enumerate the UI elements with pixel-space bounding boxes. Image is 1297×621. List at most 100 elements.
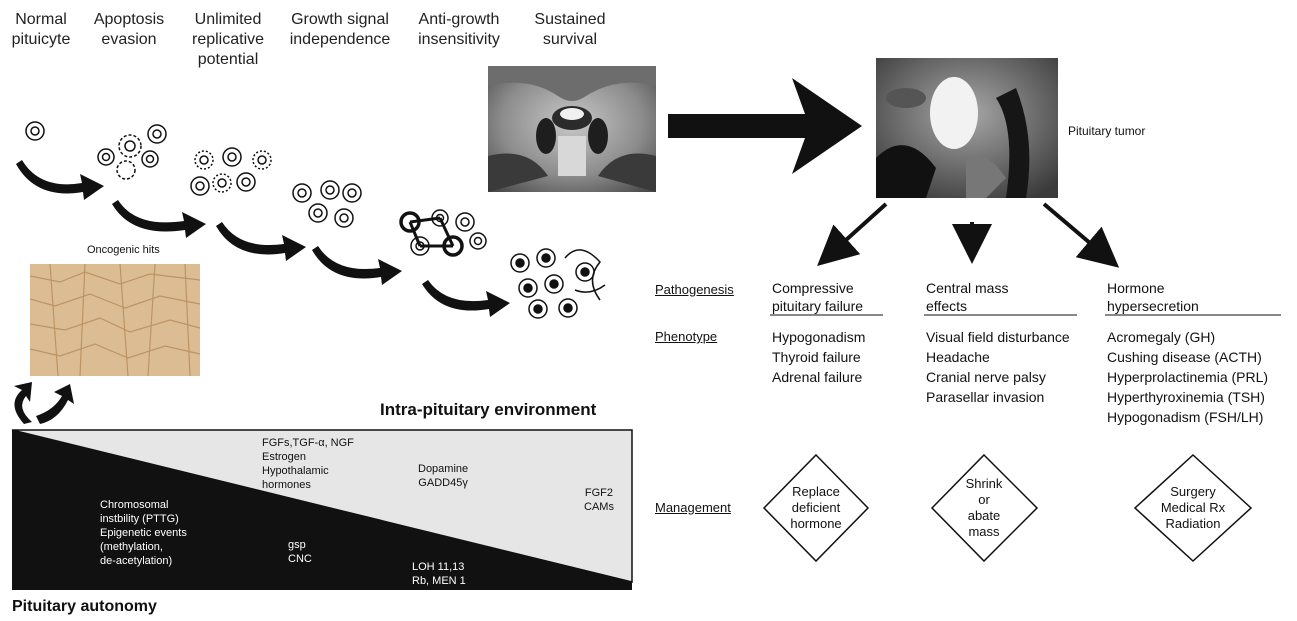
wedge-text-line: CNC: [288, 553, 312, 565]
management-text-shrink: Shrink or abate mass: [948, 476, 1020, 540]
column-header-hypersecretion: Hormone hypersecretion: [1107, 279, 1199, 315]
stage-label-line: Growth signal: [291, 11, 389, 28]
stage-label-line: independence: [289, 31, 391, 48]
phenotype-item: Hyperprolactinemia (PRL): [1107, 369, 1269, 385]
normal-cell-icon: [25, 121, 45, 141]
wedge-text-line: de-acetylation): [100, 555, 173, 567]
wedge-text-line: Epigenetic events: [100, 527, 187, 539]
phenotype-item: Cranial nerve palsy: [926, 369, 1046, 385]
wedge-text-line: Dopamine: [418, 463, 469, 475]
wedge-text-line: GADD45γ: [418, 477, 468, 489]
wedge-text-line: Rb, MEN 1: [412, 575, 466, 587]
header-line: Hormone: [1107, 280, 1165, 296]
phenotype-item: Headache: [926, 349, 990, 365]
phenotype-item: Visual field disturbance: [926, 329, 1070, 345]
phenotype-item: Hypogonadism (FSH/LH): [1107, 409, 1264, 425]
phenotype-item: Parasellar invasion: [926, 389, 1045, 405]
stage-label-line: Apoptosis: [93, 11, 165, 28]
stage-label-line: Anti-growth: [418, 11, 500, 28]
stage-anti-growth-insensitivity: Anti-growth insensitivity: [404, 10, 514, 50]
management-line: abate: [967, 508, 1001, 523]
oncogenic-hits-label: Oncogenic hits: [87, 244, 160, 256]
light-wedge-group2: Dopamine GADD45γ: [418, 462, 468, 490]
wedge-text-line: Hypothalamic: [262, 465, 329, 477]
phenotype-item: Hyperthyroxinemia (TSH): [1107, 389, 1265, 405]
anti-growth-cells-icon: [399, 209, 487, 257]
management-line: mass: [968, 524, 1000, 539]
phenotype-list-compressive: Hypogonadism Thyroid failure Adrenal fai…: [772, 327, 865, 387]
arrow-to-compressive: [817, 202, 888, 267]
phenotype-item: Acromegaly (GH): [1107, 329, 1216, 345]
header-line: Central mass: [926, 280, 1009, 296]
arrow-to-hypersecretion: [1042, 202, 1120, 268]
phenotype-item: Cushing disease (ACTH): [1107, 349, 1262, 365]
management-line: Surgery: [1170, 484, 1216, 499]
management-line: hormone: [790, 516, 842, 531]
header-line: Compressive: [772, 280, 854, 296]
stage-label-line: evasion: [101, 31, 157, 48]
wedge-text-line: Estrogen: [262, 451, 307, 463]
light-wedge-group1: FGFs,TGF-α, NGF Estrogen Hypothalamic ho…: [262, 436, 354, 492]
histology-image: [30, 264, 200, 376]
wedge-text-line: instbility (PTTG): [100, 513, 179, 525]
wedge-text-line: gsp: [288, 539, 306, 551]
phenotype-list-central-mass: Visual field disturbance Headache Crania…: [926, 327, 1070, 407]
progression-arrow: [16, 160, 510, 317]
row-label-pathogenesis: Pathogenesis: [655, 282, 734, 297]
phenotype-item: Thyroid failure: [772, 349, 861, 365]
row-label-management: Management: [655, 500, 731, 515]
intra-pituitary-environment-title: Intra-pituitary environment: [380, 400, 597, 419]
pituitary-autonomy-wedge: [12, 430, 632, 590]
pituitary-autonomy-title: Pituitary autonomy: [12, 598, 157, 615]
management-line: deficient: [791, 500, 841, 515]
growth-independent-cells-icon: [292, 180, 362, 228]
management-text-surgery: Surgery Medical Rx Radiation: [1153, 484, 1233, 532]
stage-label-line: Unlimited: [194, 11, 262, 28]
dark-wedge-group1: Chromosomal instbility (PTTG) Epigenetic…: [100, 498, 187, 568]
stage-unlimited-replicative-potential: Unlimited replicative potential: [180, 10, 276, 70]
stage-label-line: Sustained: [534, 11, 606, 28]
stage-sustained-survival: Sustained survival: [520, 10, 620, 50]
management-line: Medical Rx: [1160, 500, 1226, 515]
stage-label-line: survival: [542, 31, 598, 48]
wedge-text-line: CAMs: [584, 501, 614, 513]
stage-label-line: insensitivity: [418, 31, 500, 48]
management-text-replace: Replace deficient hormone: [776, 484, 856, 532]
header-line: effects: [926, 298, 967, 314]
dark-wedge-group3: LOH 11,13 Rb, MEN 1: [412, 560, 466, 588]
stage-label-line: pituicyte: [11, 31, 71, 48]
stage-apoptosis-evasion: Apoptosis evasion: [84, 10, 174, 50]
replicative-cells-icon: [190, 147, 272, 196]
wedge-text-line: Chromosomal: [100, 499, 169, 511]
dark-wedge-group2: gsp CNC: [288, 538, 312, 566]
header-line: pituitary failure: [772, 298, 864, 314]
apoptosis-cells-icon: [97, 124, 167, 180]
light-wedge-group3: FGF2 CAMs: [584, 486, 614, 514]
survival-cells-icon: [510, 248, 606, 319]
stage-label-line: replicative: [191, 31, 265, 48]
wedge-text-line: FGF2: [584, 487, 614, 499]
phenotype-item: Hypogonadism: [772, 329, 866, 345]
phenotype-list-hypersecretion: Acromegaly (GH) Cushing disease (ACTH) H…: [1107, 327, 1268, 427]
header-line: hypersecretion: [1107, 298, 1199, 314]
mri-pituitary-normal-image: [488, 66, 656, 192]
stage-label-line: Normal: [15, 11, 67, 28]
stage-label-line: potential: [197, 51, 259, 68]
column-header-central-mass: Central mass effects: [926, 279, 1008, 315]
wedge-text-line: (methylation,: [100, 541, 163, 553]
management-line: Replace: [792, 484, 840, 499]
wedge-text-line: LOH 11,13: [412, 561, 465, 573]
management-diamond-surgery: [1133, 453, 1253, 563]
wedge-text-line: FGFs,TGF-α, NGF: [262, 437, 354, 449]
management-line: Radiation: [1165, 516, 1221, 531]
stage-normal-pituicyte: Normal pituicyte: [0, 10, 82, 50]
feedback-arrow: [14, 382, 74, 424]
row-label-phenotype: Phenotype: [655, 329, 718, 344]
column-header-compressive: Compressive pituitary failure: [772, 279, 863, 315]
pituitary-tumor-label: Pituitary tumor: [1068, 124, 1146, 138]
management-diamond-replace: [762, 453, 870, 563]
management-line: or: [978, 492, 990, 507]
big-right-arrow: [668, 78, 862, 174]
stage-growth-signal-independence: Growth signal independence: [278, 10, 402, 50]
